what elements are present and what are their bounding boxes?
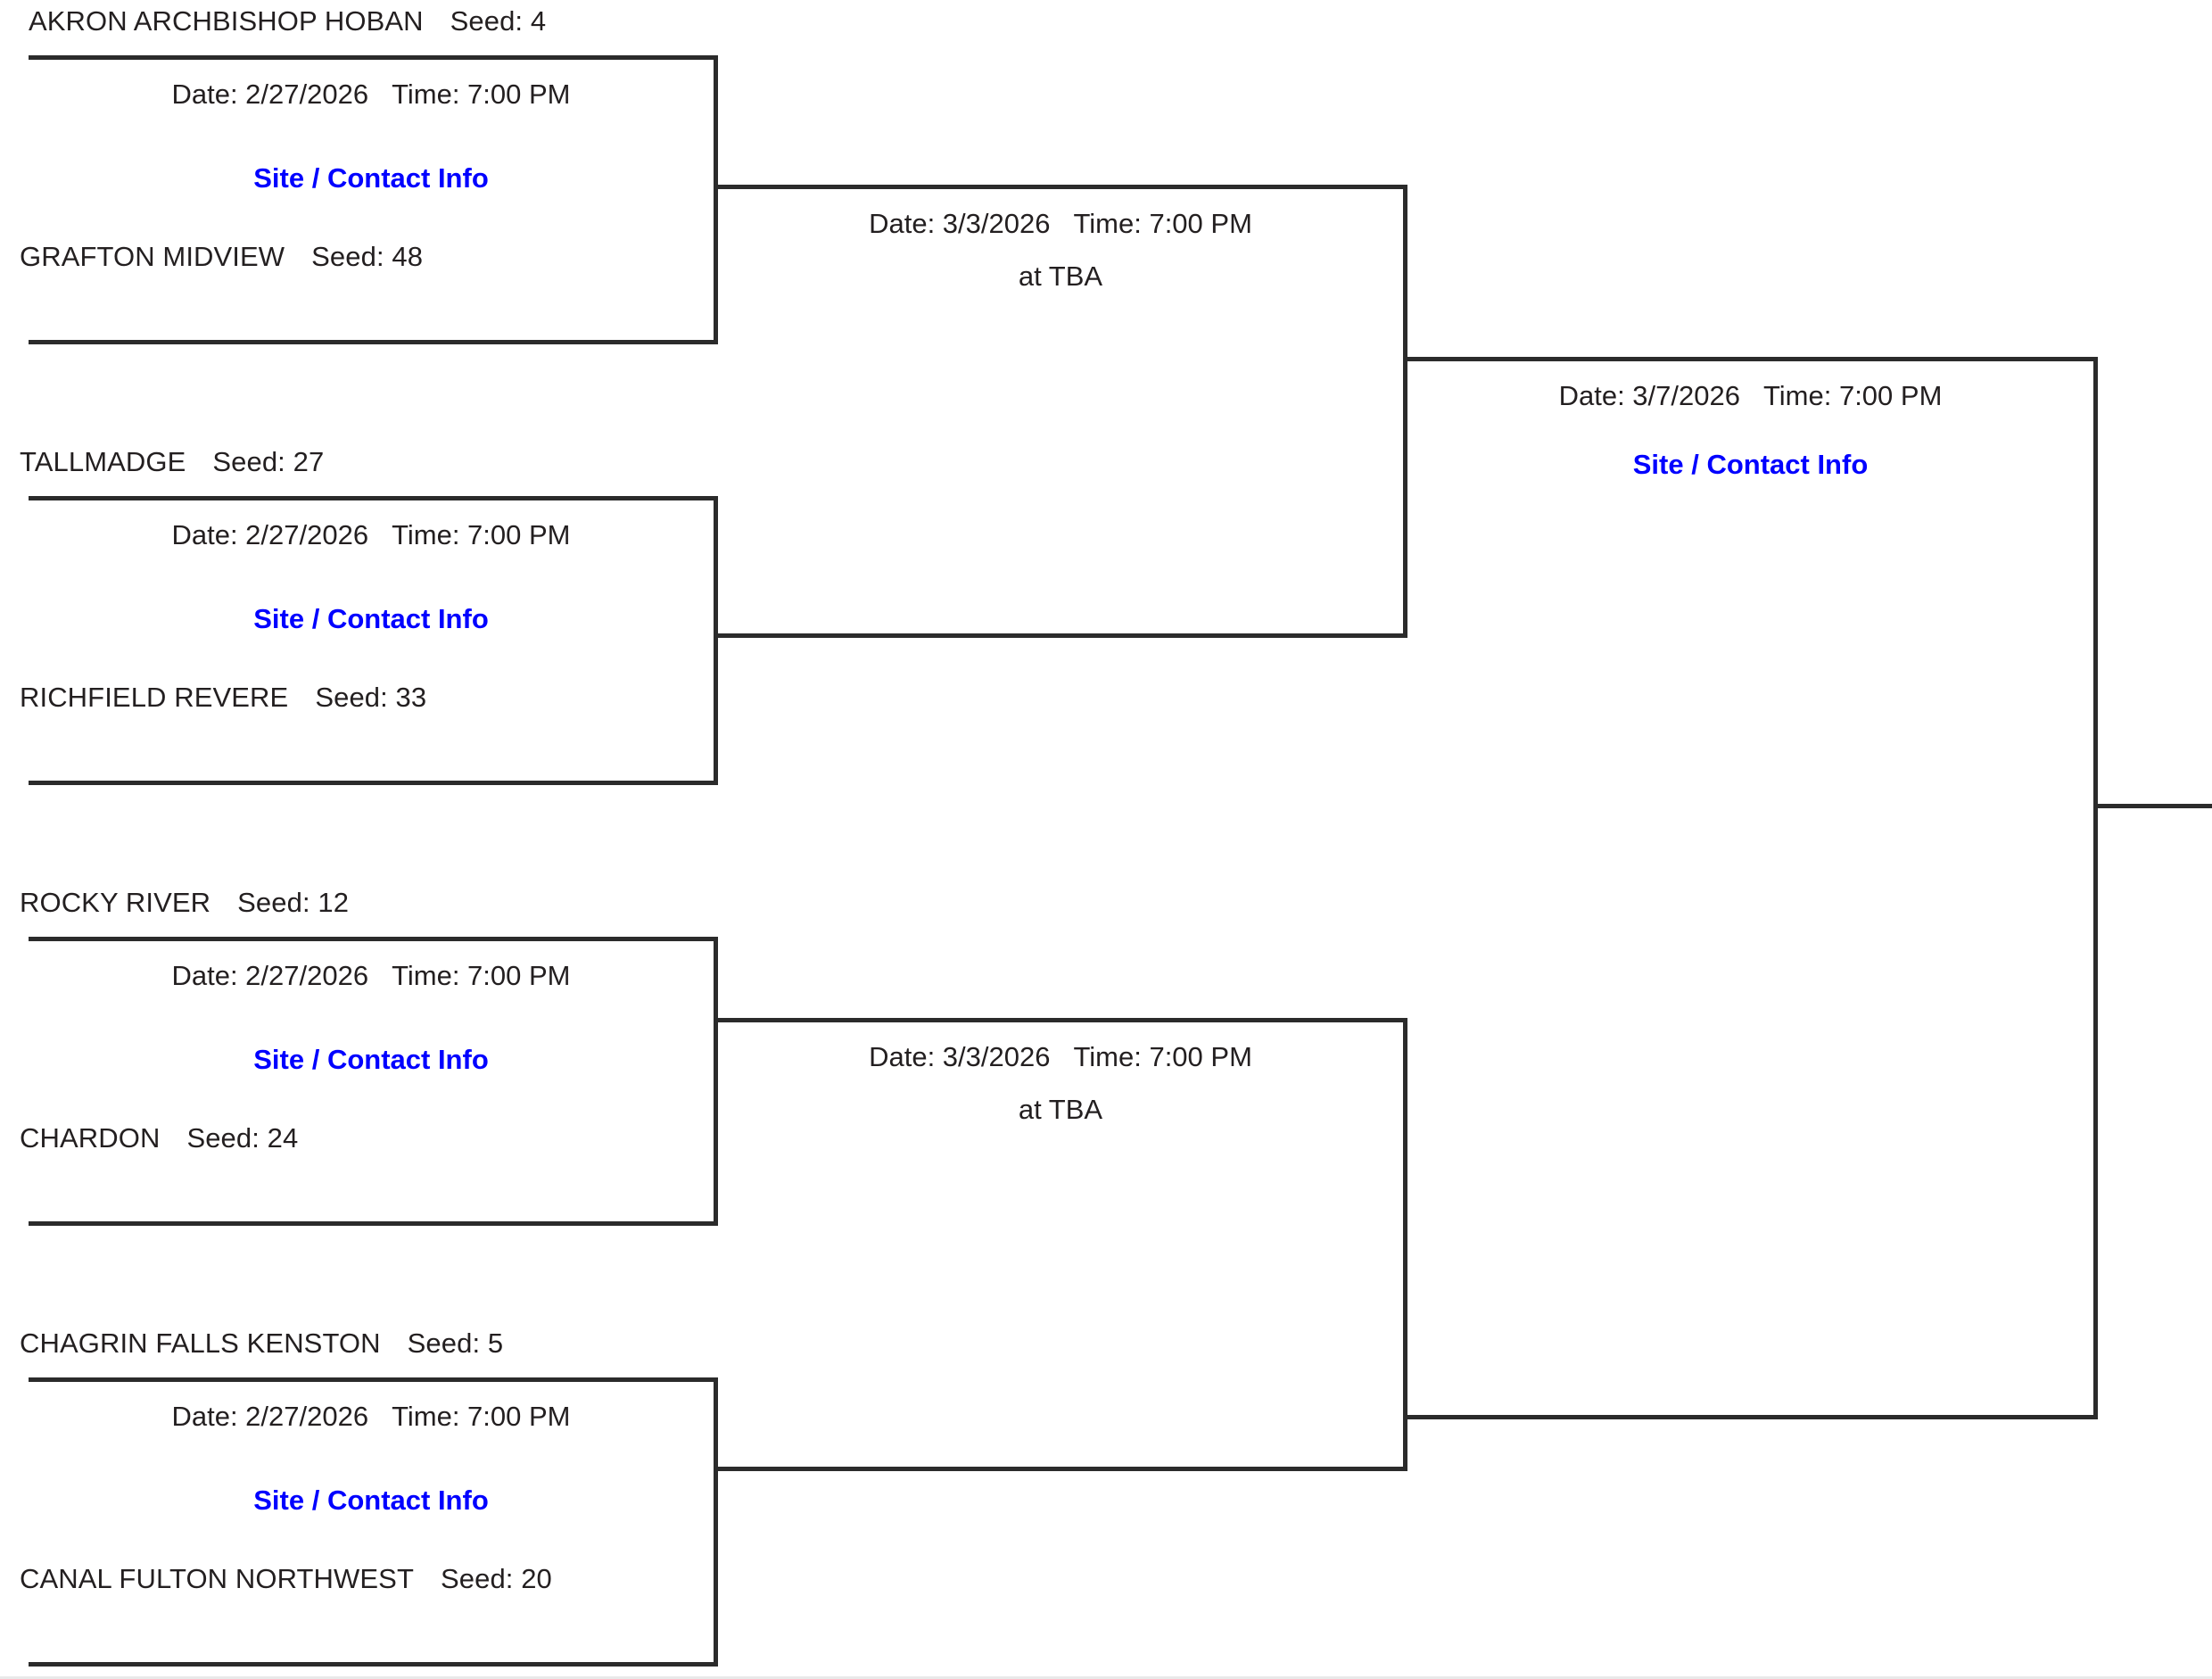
match-box-r1m2: Date: 2/27/2026 Time: 7:00 PM Site / Cont… [29, 496, 718, 785]
match-time: Time: 7:00 PM [392, 960, 571, 991]
team-name: GRAFTON MIDVIEW [20, 241, 285, 272]
site-contact-info-link-r1m1[interactable]: Site / Contact Info [253, 162, 489, 194]
match-datetime-r2m2: Date: 3/3/2026 Time: 7:00 PM [718, 1043, 1403, 1071]
team-seed: Seed: 24 [186, 1122, 299, 1154]
advance-connector-line [2098, 804, 2212, 808]
team-label-r1m2-top: TALLMADGE Seed: 27 [20, 448, 324, 476]
match-box-r1m3: Date: 2/27/2026 Time: 7:00 PM Site / Cont… [29, 937, 718, 1226]
match-time: Time: 7:00 PM [392, 1401, 571, 1432]
match-datetime-r3m1: Date: 3/7/2026 Time: 7:00 PM [1407, 382, 2093, 410]
match-time: Time: 7:00 PM [1762, 380, 1943, 411]
team-name: CANAL FULTON NORTHWEST [20, 1563, 414, 1594]
team-label-r1m1-top: AKRON ARCHBISHOP HOBAN Seed: 4 [29, 7, 546, 35]
team-name: TALLMADGE [20, 446, 186, 477]
team-name: ROCKY RIVER [20, 887, 211, 918]
team-seed: Seed: 27 [212, 446, 325, 477]
site-contact-info-link-r1m3[interactable]: Site / Contact Info [253, 1044, 489, 1075]
team-name: CHAGRIN FALLS KENSTON [20, 1327, 381, 1359]
match-time: Time: 7:00 PM [392, 519, 571, 550]
match-time: Time: 7:00 PM [1073, 208, 1252, 239]
match-datetime-r1m4: Date: 2/27/2026 Time: 7:00 PM [29, 1402, 714, 1431]
match-box-r2m1: Date: 3/3/2026 Time: 7:00 PM at TBA [718, 185, 1407, 638]
match-box-r2m2: Date: 3/3/2026 Time: 7:00 PM at TBA [718, 1018, 1407, 1471]
match-date: Date: 3/3/2026 [869, 208, 1051, 239]
match-box-r1m4: Date: 2/27/2026 Time: 7:00 PM Site / Cont… [29, 1377, 718, 1667]
match-date: Date: 3/7/2026 [1558, 380, 1740, 411]
match-date: Date: 2/27/2026 [171, 519, 369, 550]
page-bottom-rule [0, 1676, 2212, 1679]
match-venue-r2m1: at TBA [1018, 261, 1103, 292]
match-date: Date: 2/27/2026 [171, 79, 369, 110]
team-name: AKRON ARCHBISHOP HOBAN [29, 5, 424, 37]
team-seed: Seed: 5 [407, 1327, 504, 1359]
match-box-r3m1: Date: 3/7/2026 Time: 7:00 PM Site / Conta… [1407, 357, 2098, 1419]
match-datetime-r1m2: Date: 2/27/2026 Time: 7:00 PM [29, 521, 714, 550]
match-date: Date: 3/3/2026 [869, 1041, 1051, 1072]
team-label-r1m4-bottom: CANAL FULTON NORTHWEST Seed: 20 [20, 1565, 552, 1592]
match-venue-r2m2: at TBA [1018, 1094, 1103, 1125]
match-date: Date: 2/27/2026 [171, 1401, 369, 1432]
team-seed: Seed: 4 [450, 5, 547, 37]
match-datetime-r2m1: Date: 3/3/2026 Time: 7:00 PM [718, 210, 1403, 238]
match-box-r1m1: Date: 2/27/2026 Time: 7:00 PM Site / Cont… [29, 55, 718, 344]
team-label-r1m1-bottom: GRAFTON MIDVIEW Seed: 48 [20, 243, 423, 270]
match-time: Time: 7:00 PM [392, 79, 571, 110]
team-seed: Seed: 20 [440, 1563, 552, 1594]
site-contact-info-link-r1m4[interactable]: Site / Contact Info [253, 1485, 489, 1516]
team-seed: Seed: 33 [315, 682, 427, 713]
match-date: Date: 2/27/2026 [171, 960, 369, 991]
match-datetime-r1m3: Date: 2/27/2026 Time: 7:00 PM [29, 962, 714, 990]
site-contact-info-link-r3m1[interactable]: Site / Contact Info [1632, 449, 1869, 480]
team-label-r1m3-top: ROCKY RIVER Seed: 12 [20, 889, 349, 916]
team-seed: Seed: 12 [237, 887, 350, 918]
team-name: RICHFIELD REVERE [20, 682, 289, 713]
team-name: CHARDON [20, 1122, 161, 1154]
team-seed: Seed: 48 [311, 241, 424, 272]
match-time: Time: 7:00 PM [1073, 1041, 1252, 1072]
team-label-r1m4-top: CHAGRIN FALLS KENSTON Seed: 5 [20, 1329, 503, 1357]
team-label-r1m2-bottom: RICHFIELD REVERE Seed: 33 [20, 683, 426, 711]
site-contact-info-link-r1m2[interactable]: Site / Contact Info [253, 603, 489, 634]
match-datetime-r1m1: Date: 2/27/2026 Time: 7:00 PM [29, 80, 714, 109]
team-label-r1m3-bottom: CHARDON Seed: 24 [20, 1124, 298, 1152]
